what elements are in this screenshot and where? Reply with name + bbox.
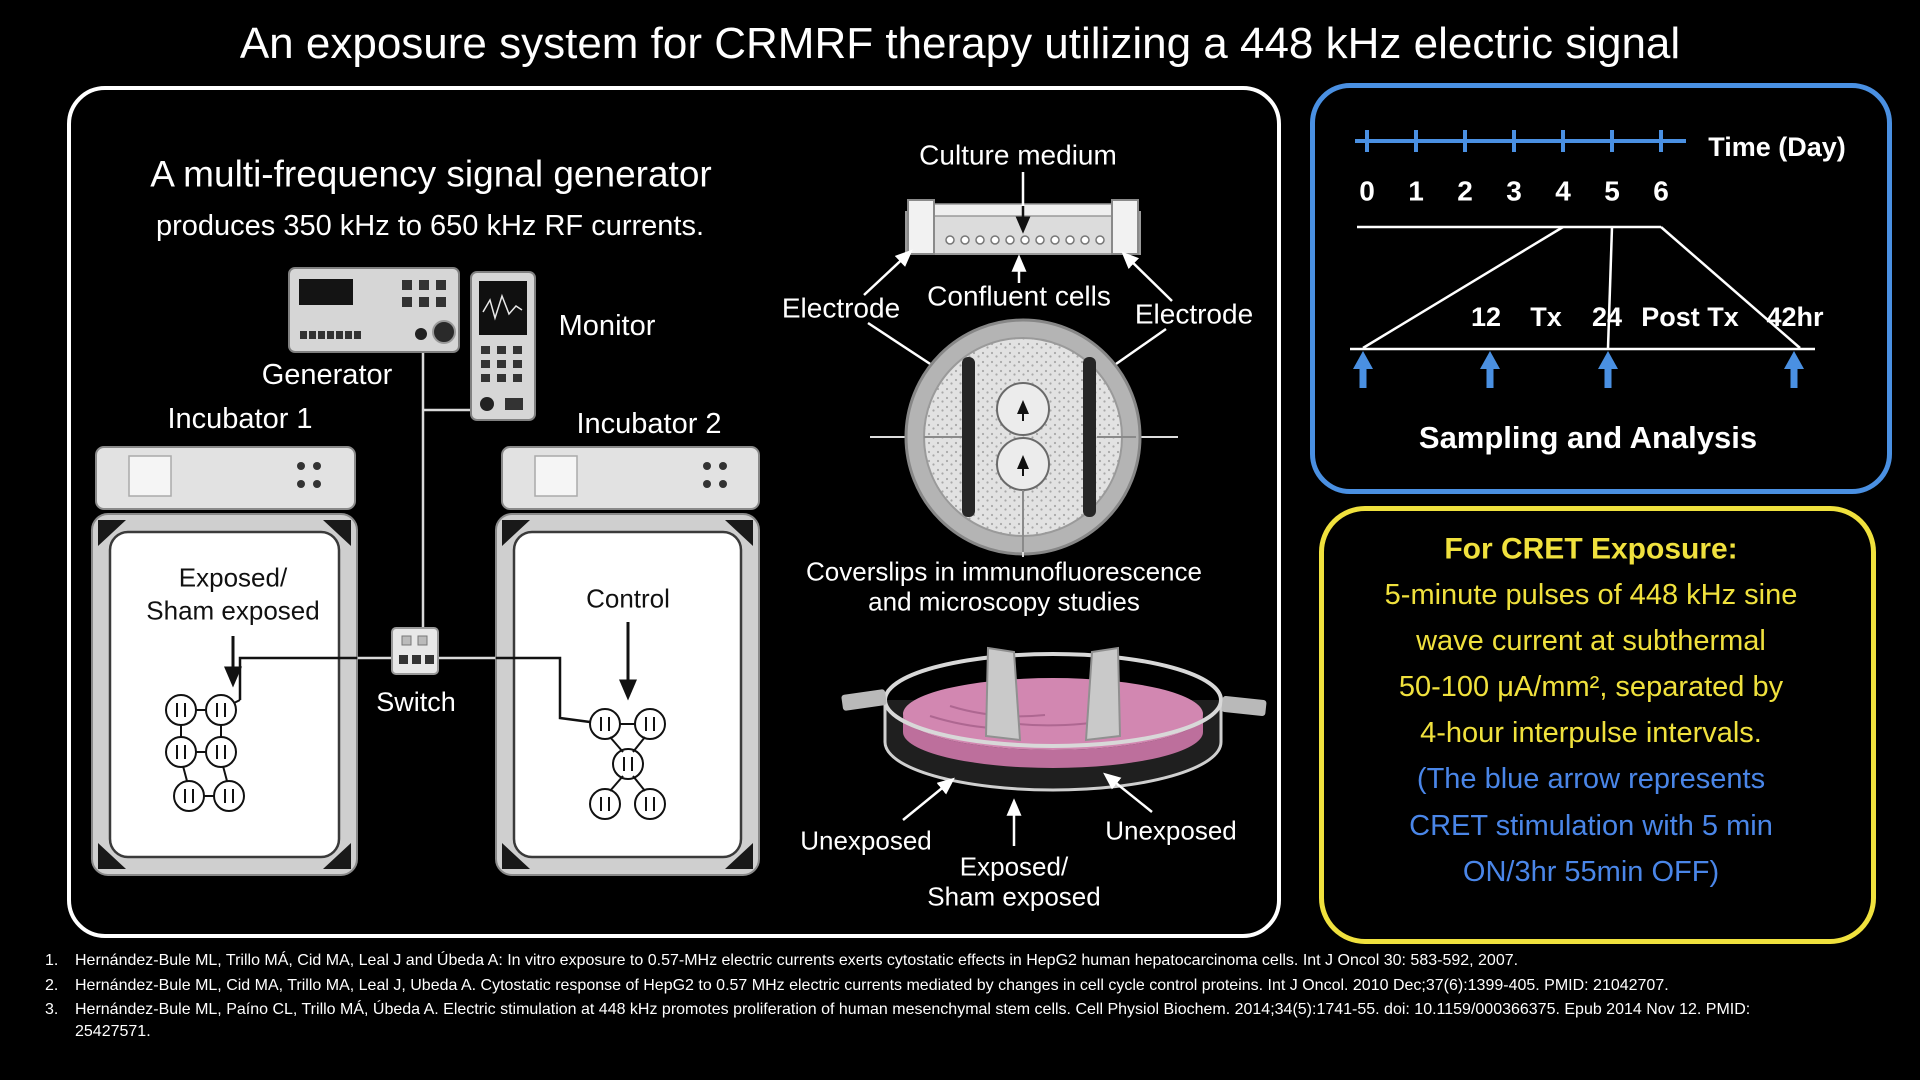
switch-label: Switch <box>376 687 456 718</box>
page-title: An exposure system for CRMRF therapy uti… <box>239 18 1681 68</box>
cret-line-2: wave current at subthermal <box>1416 625 1766 658</box>
references: 1. Hernández-Bule ML, Trillo MÁ, Cid MA,… <box>35 950 1825 1045</box>
day-tick-label-3: 3 <box>1506 175 1522 207</box>
control-label: Control <box>586 583 670 614</box>
sample-point-label-posttx: Post Tx <box>1641 302 1739 333</box>
generator-heading-line2: produces 350 kHz to 650 kHz RF currents. <box>155 210 705 243</box>
generator-label: Generator <box>261 359 393 392</box>
reference-text-3: Hernández-Bule ML, Paíno CL, Trillo MÁ, … <box>75 1001 1751 1040</box>
cret-blue-line-2: CRET stimulation with 5 min <box>1409 810 1773 843</box>
apparatus-panel <box>67 86 1281 938</box>
exposed-label-line1: Exposed/ <box>178 562 288 593</box>
culture-medium-label: Culture medium <box>919 139 1117 171</box>
reference-number-3: 3. <box>45 1001 59 1019</box>
day-tick-label-6: 6 <box>1653 175 1669 207</box>
cret-line-4: 4-hour interpulse intervals. <box>1420 717 1762 750</box>
exposed-center-label-line2: Sham exposed <box>927 881 1101 912</box>
cret-blue-line-3: ON/3hr 55min OFF) <box>1462 856 1720 889</box>
cret-line-3: 50-100 μA/mm², separated by <box>1398 671 1784 704</box>
cret-line-1: 5-minute pulses of 448 kHz sine <box>1384 579 1798 612</box>
cret-heading: For CRET Exposure: <box>1444 532 1738 566</box>
cret-exposure-panel <box>1319 506 1876 944</box>
day-tick-label-1: 1 <box>1408 175 1424 207</box>
reference-text-2: Hernández-Bule ML, Cid MA, Trillo MA, Le… <box>75 976 1669 994</box>
monitor-label: Monitor <box>558 310 656 343</box>
day-tick-label-5: 5 <box>1604 175 1620 207</box>
sample-point-label-42hr: 42hr <box>1766 302 1824 333</box>
reference-number-1: 1. <box>45 952 59 969</box>
day-tick-label-4: 4 <box>1555 175 1571 207</box>
coverslips-caption-line1: Coverslips in immunofluorescence <box>806 556 1202 587</box>
confluent-cells-label: Confluent cells <box>927 280 1111 312</box>
reference-item-3: 3. Hernández-Bule ML, Paíno CL, Trillo M… <box>35 999 1825 1042</box>
exposed-center-label-line1: Exposed/ <box>959 851 1069 882</box>
cret-blue-line-1: (The blue arrow represents <box>1416 763 1766 796</box>
generator-heading-line1: A multi-frequency signal generator <box>150 153 712 195</box>
sampling-analysis-caption: Sampling and Analysis <box>1418 419 1758 455</box>
incubator-2-label: Incubator 2 <box>576 408 722 441</box>
incubator-1-label: Incubator 1 <box>167 403 313 436</box>
timeline-panel <box>1310 83 1892 494</box>
day-tick-label-0: 0 <box>1359 175 1375 207</box>
reference-text-1: Hernández-Bule ML, Trillo MÁ, Cid MA, Le… <box>75 952 1519 969</box>
unexposed-left-label: Unexposed <box>800 825 932 856</box>
electrode-left-label: Electrode <box>781 292 901 324</box>
day-tick-label-2: 2 <box>1457 175 1473 207</box>
electrode-right-label: Electrode <box>1134 298 1254 330</box>
reference-number-2: 2. <box>45 976 59 994</box>
reference-item-2: 2. Hernández-Bule ML, Cid MA, Trillo MA,… <box>35 975 1825 997</box>
exposed-label-line2: Sham exposed <box>146 595 320 626</box>
sample-point-label-24: 24 <box>1591 302 1623 333</box>
unexposed-right-label: Unexposed <box>1105 815 1237 846</box>
sample-point-label-tx: Tx <box>1530 302 1562 333</box>
time-day-label: Time (Day) <box>1708 132 1846 163</box>
coverslips-caption-line2: and microscopy studies <box>868 586 1140 617</box>
reference-item-1: 1. Hernández-Bule ML, Trillo MÁ, Cid MA,… <box>35 950 1825 972</box>
sample-point-label-12: 12 <box>1470 302 1502 333</box>
